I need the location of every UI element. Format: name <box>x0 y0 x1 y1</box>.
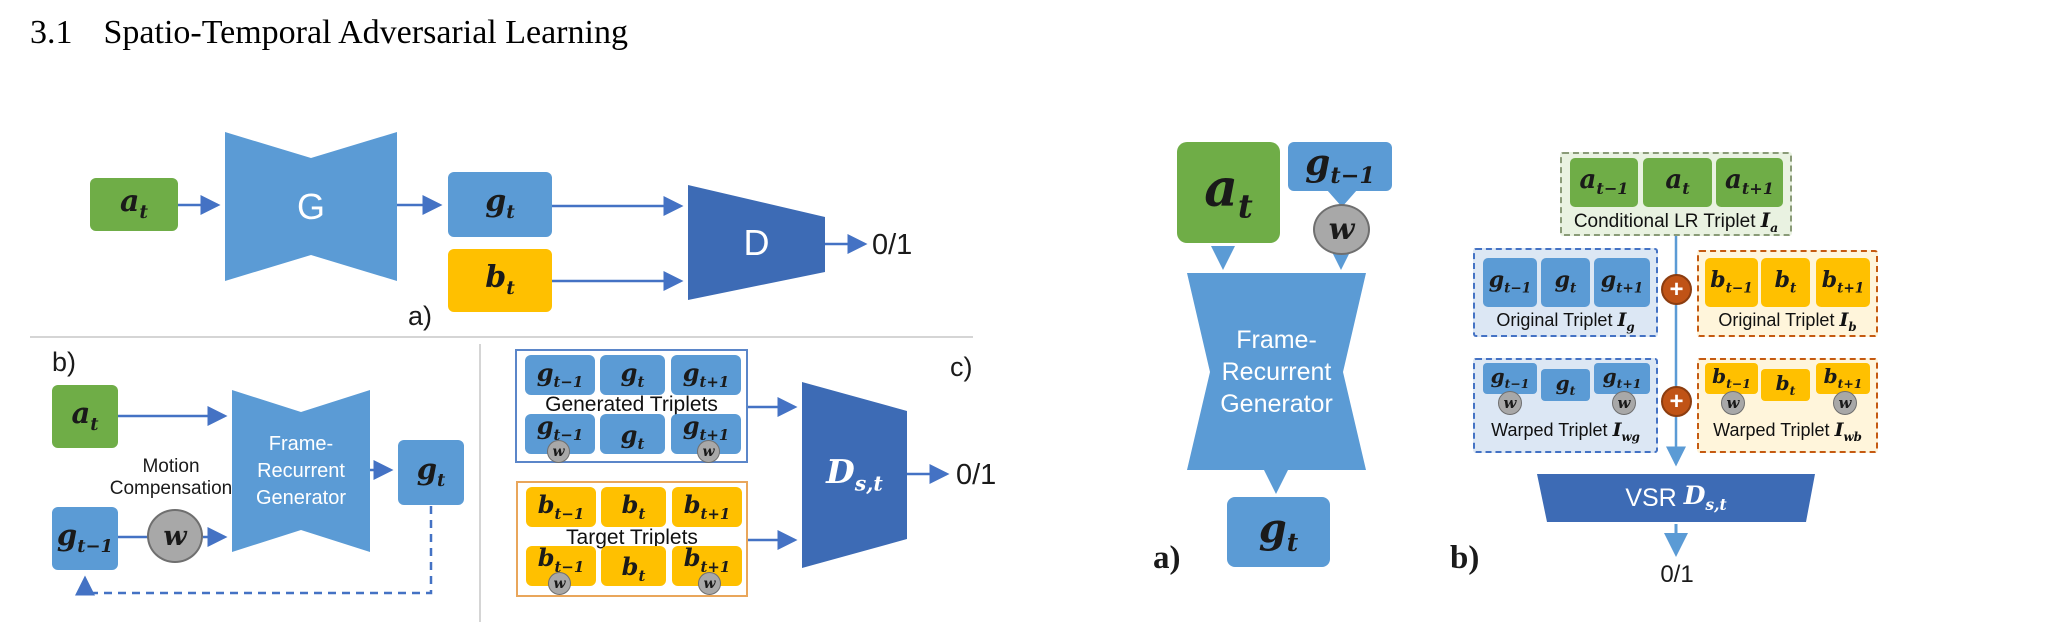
panel-a-tag: a) <box>408 301 433 331</box>
orig-b-title-text: Original Triplet <box>1718 310 1835 330</box>
motion-compensation-label: Motion Compensation <box>95 456 247 500</box>
section-title: Spatio-Temporal Adversarial Learning <box>103 14 628 51</box>
frg-line1: Frame- <box>268 432 334 455</box>
generated-gt-box: gt <box>448 172 552 237</box>
motion-label-line2: Compensation <box>109 478 233 499</box>
warp-g-chip-1: gt−1 <box>1483 363 1537 394</box>
orig-g-chip-3: gt+1 <box>1594 258 1650 307</box>
gprev-box-right: gt−1 <box>1288 142 1392 191</box>
cond-chip-1: at−1 <box>1570 158 1638 207</box>
generator-G-label: G <box>296 185 325 227</box>
gt-box-right: gt <box>1227 497 1330 567</box>
warp-w-circle-tgt1: w <box>548 572 571 595</box>
gen-top-chip-3: gt+1 <box>671 355 741 395</box>
warp-w-circle-b: w <box>147 509 203 563</box>
discriminator-D-label: D <box>743 221 770 263</box>
cond-title-text: Conditional LR Triplet <box>1573 211 1756 232</box>
output-01-label-c: 0/1 <box>956 459 997 491</box>
warp-w-circle-gen1: w <box>547 440 570 463</box>
warp-w-circle-wb1: w <box>1721 391 1745 415</box>
gprev-box-b: gt−1 <box>52 507 118 570</box>
panel-c-tag: c) <box>950 352 973 382</box>
input-at-box: at <box>90 178 178 231</box>
vsr-discriminator-label: VSR Ds,t <box>1625 481 1727 515</box>
input-at-box-right: at <box>1177 142 1280 243</box>
frg-line3: Generator <box>255 486 347 509</box>
warped-triplet-b-title: Warped Triplet Iwb <box>1713 419 1862 444</box>
orig-b-chip-1: bt−1 <box>1705 258 1758 307</box>
right-panel-b-tag: b) <box>1450 540 1480 576</box>
orig-g-chip-2: gt <box>1541 258 1590 307</box>
warp-g-chip-2: gt <box>1541 369 1590 401</box>
frg-label-right: Frame- Recurrent Generator <box>1187 273 1366 470</box>
section-heading: 3.1 Spatio-Temporal Adversarial Learning <box>30 14 628 52</box>
frg-label-b: Frame- Recurrent Generator <box>232 390 370 552</box>
warp-w-circle-right: w <box>1313 204 1370 255</box>
frg-right-line2: Recurrent <box>1221 357 1332 386</box>
frg-line2: Recurrent <box>257 459 345 482</box>
original-triplet-g-title: Original Triplet Ig <box>1496 309 1635 334</box>
gen-bottom-chip-2: gt <box>600 414 665 454</box>
warp-b-chip-3: bt+1 <box>1816 363 1870 394</box>
concat-plus-icon-bottom: + <box>1661 386 1692 417</box>
right-panel-a-tag: a) <box>1153 540 1181 576</box>
output-01-label-right: 0/1 <box>1660 561 1694 588</box>
warp-w-circle-tgt3: w <box>698 572 721 595</box>
warp-b-chip-1: bt−1 <box>1705 363 1758 394</box>
frg-right-line3: Generator <box>1220 389 1333 418</box>
warp-w-circle-wb3: w <box>1833 391 1857 415</box>
frg-right-line1: Frame- <box>1236 325 1317 354</box>
tgt-top-chip-3: bt+1 <box>672 487 742 527</box>
orig-b-chip-2: bt <box>1761 258 1810 307</box>
plus-glyph-bottom: + <box>1669 387 1684 415</box>
warp-w-circle-wg3: w <box>1612 391 1636 415</box>
warp-b-title-text: Warped Triplet <box>1713 420 1830 440</box>
output-01-label-a: 0/1 <box>872 229 913 261</box>
cond-chip-3: at+1 <box>1716 158 1783 207</box>
motion-label-line1: Motion <box>142 456 200 477</box>
discriminator-Dst-label: Ds,t <box>826 452 883 497</box>
warp-g-title-text: Warped Triplet <box>1491 420 1608 440</box>
warp-g-chip-3: gt+1 <box>1594 363 1650 394</box>
conditional-lr-triplet-title: Conditional LR Triplet Ia <box>1573 208 1779 235</box>
orig-g-title-text: Original Triplet <box>1496 310 1613 330</box>
target-bt-box: bt <box>448 249 552 312</box>
orig-g-chip-1: gt−1 <box>1483 258 1537 307</box>
tgt-top-chip-1: bt−1 <box>526 487 596 527</box>
gt-box-b: gt <box>398 440 464 505</box>
concat-plus-icon-top: + <box>1661 274 1692 305</box>
original-triplet-b-title: Original Triplet Ib <box>1718 309 1857 334</box>
section-number: 3.1 <box>30 14 73 51</box>
panel-b-tag: b) <box>52 347 77 377</box>
vsr-prefix-text: VSR <box>1625 483 1677 512</box>
tgt-top-chip-2: bt <box>601 487 666 527</box>
warped-triplet-g-title: Warped Triplet Iwg <box>1491 419 1640 444</box>
target-triplets-title: Target Triplets <box>566 526 698 549</box>
warp-b-chip-2: bt <box>1761 369 1810 401</box>
gen-top-chip-1: gt−1 <box>525 355 595 395</box>
tgt-bottom-chip-2: bt <box>601 546 666 586</box>
generated-triplets-title: Generated Triplets <box>545 393 718 416</box>
gen-top-chip-2: gt <box>600 355 665 395</box>
warp-w-circle-gen3: w <box>697 440 720 463</box>
plus-glyph-top: + <box>1669 275 1684 303</box>
warp-w-circle-wg1: w <box>1498 391 1522 415</box>
input-at-box-b: at <box>52 385 118 448</box>
cond-chip-2: at <box>1643 158 1712 207</box>
orig-b-chip-3: bt+1 <box>1816 258 1870 307</box>
